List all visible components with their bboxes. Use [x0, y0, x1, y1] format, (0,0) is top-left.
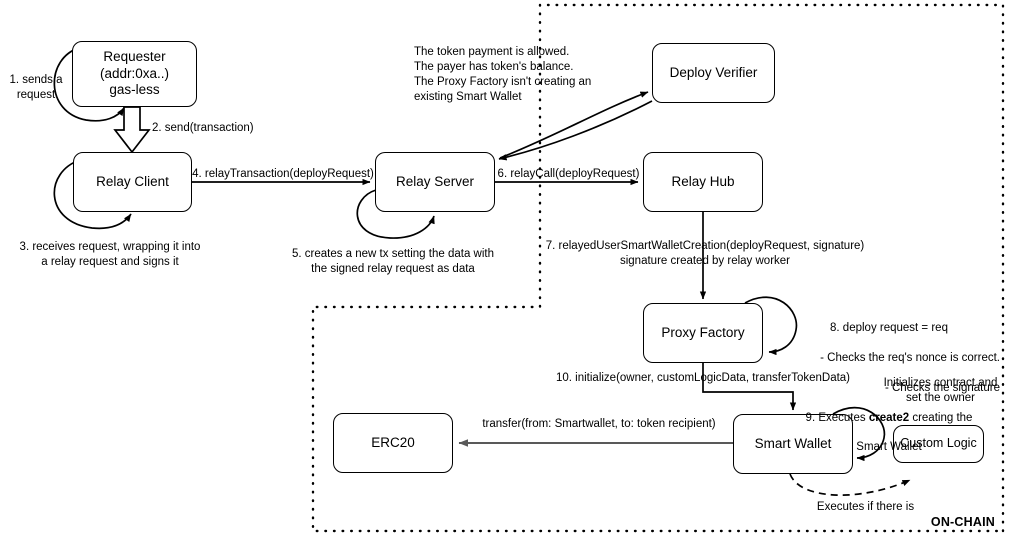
label-step-9-line-2: Smart Wallet	[856, 441, 922, 454]
node-requester-line2: (addr:0xa..)	[99, 65, 170, 81]
label-step-9-line-1: 9. Executes create2 creating the	[778, 411, 1000, 426]
label-step-2: 2. send(transaction)	[152, 122, 254, 134]
label-initializes-contract: Initializes contract and set the owner	[883, 377, 998, 404]
label-executes-if-there-is: Executes if there is	[816, 501, 915, 513]
arrow-executes-custom-logic	[789, 473, 911, 496]
label-step-7: 7. relayedUserSmartWalletCreation(deploy…	[545, 240, 865, 267]
arrow-verifier-to-server	[498, 100, 653, 161]
node-requester-line1: Requester	[103, 48, 166, 64]
label-step-6: 6. relayCall(deployRequest)	[497, 168, 640, 180]
node-erc20-label: ERC20	[371, 434, 415, 450]
label-step-9-suffix: creating the	[909, 411, 973, 424]
node-requester[interactable]: Requester (addr:0xa..) gas-less	[72, 41, 197, 107]
label-step-8-line-2: - Checks the req's nonce is correct.	[820, 351, 1000, 364]
node-requester-line3: gas-less	[109, 82, 160, 98]
label-step-9-prefix: 9. Executes	[805, 411, 869, 424]
node-proxy-factory-label: Proxy Factory	[661, 324, 745, 340]
node-relay-client[interactable]: Relay Client	[73, 152, 192, 212]
arrow-send-transaction	[113, 106, 151, 154]
node-deploy-verifier-label: Deploy Verifier	[669, 64, 758, 80]
node-relay-hub[interactable]: Relay Hub	[643, 152, 763, 212]
node-deploy-verifier[interactable]: Deploy Verifier	[652, 43, 775, 103]
label-on-chain: ON-CHAIN	[930, 515, 995, 529]
node-proxy-factory[interactable]: Proxy Factory	[643, 303, 763, 363]
node-relay-hub-label: Relay Hub	[671, 173, 735, 189]
node-relay-server[interactable]: Relay Server	[375, 152, 495, 212]
label-step-1: 1. sends a request	[9, 74, 63, 101]
label-step-5: 5. creates a new tx setting the data wit…	[291, 248, 494, 275]
label-step-9-create2: create2	[868, 411, 910, 424]
node-erc20[interactable]: ERC20	[333, 413, 453, 473]
label-step-3: 3. receives request, wrapping it into a …	[19, 241, 201, 268]
label-transfer: transfer(from: Smartwallet, to: token re…	[482, 418, 716, 430]
label-step-10: 10. initialize(owner, customLogicData, t…	[555, 372, 851, 384]
label-step-8-line-1: 8. deploy request = req	[830, 321, 948, 334]
node-relay-server-label: Relay Server	[395, 173, 475, 189]
label-step-4: 4. relayTransaction(deployRequest)	[192, 168, 374, 180]
node-relay-client-label: Relay Client	[96, 173, 169, 189]
label-deploy-verifier-conditions: The token payment is allowed. The payer …	[414, 46, 592, 103]
